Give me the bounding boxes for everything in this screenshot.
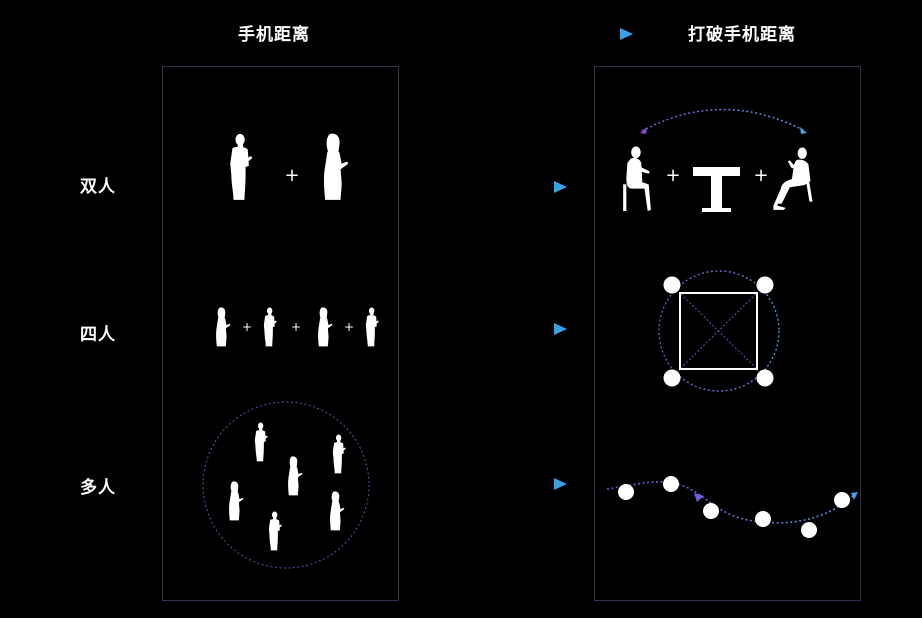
arrow-right-icon <box>554 323 567 335</box>
person-phone-icon <box>323 133 349 200</box>
plus-icon: + <box>284 165 299 186</box>
many-people-phones <box>229 422 346 551</box>
seat-dot-icon <box>801 522 817 538</box>
row-label-many-people: 多人 <box>80 478 116 498</box>
arrow-right-icon <box>620 28 633 40</box>
plus-icon: + <box>344 320 354 334</box>
seat-dot-icon <box>703 503 719 519</box>
two-people-table: + + <box>623 146 813 212</box>
row-label-two-people: 双人 <box>80 177 116 197</box>
seat-dot-icon <box>663 476 679 492</box>
person-phone-icon <box>229 481 244 521</box>
four-people-table <box>658 270 780 392</box>
row-arrow-many-people <box>437 478 567 490</box>
row-arrow-four-people <box>437 323 567 335</box>
table-icon <box>679 292 758 370</box>
panel-break-phone-distance <box>594 66 861 601</box>
person-phone-icon <box>263 307 277 347</box>
arrow-right-icon <box>554 478 567 490</box>
person-phone-icon <box>330 491 345 531</box>
person-phone-icon <box>268 511 282 551</box>
seat-dot-icon <box>756 276 774 294</box>
seat-dot-icon <box>663 369 681 387</box>
seated-person-icon <box>773 147 813 210</box>
person-phone-icon <box>365 307 379 347</box>
panel-phone-distance <box>162 66 399 601</box>
four-people-phones: + + + <box>216 307 379 347</box>
plus-icon: + <box>242 320 252 334</box>
person-phone-icon <box>216 307 231 347</box>
person-phone-icon <box>254 422 268 462</box>
connection-arc <box>641 108 806 132</box>
row-label-four-people: 四人 <box>80 325 116 345</box>
arrow-right-icon <box>554 181 567 193</box>
seat-dot-icon <box>834 492 850 508</box>
plus-icon: + <box>291 320 301 334</box>
plus-icon: + <box>665 165 680 186</box>
header-left-title: 手机距离 <box>238 25 310 45</box>
header-right-title: 打破手机距离 <box>688 25 796 45</box>
seat-dot-icon <box>618 484 634 500</box>
table-icon <box>693 167 740 212</box>
row-arrow-two-people <box>437 181 567 193</box>
person-phone-icon <box>288 456 303 496</box>
person-phone-icon <box>332 434 346 474</box>
seat-dot-icon <box>755 511 771 527</box>
many-people-wave <box>606 476 858 538</box>
person-phone-icon <box>318 307 333 347</box>
group-circle <box>202 401 370 569</box>
seat-dot-icon <box>663 276 681 294</box>
seated-person-icon <box>623 146 651 211</box>
two-people-phones: + <box>230 133 349 200</box>
plus-icon: + <box>753 165 768 186</box>
person-phone-icon <box>230 133 253 200</box>
seat-dot-icon <box>756 369 774 387</box>
